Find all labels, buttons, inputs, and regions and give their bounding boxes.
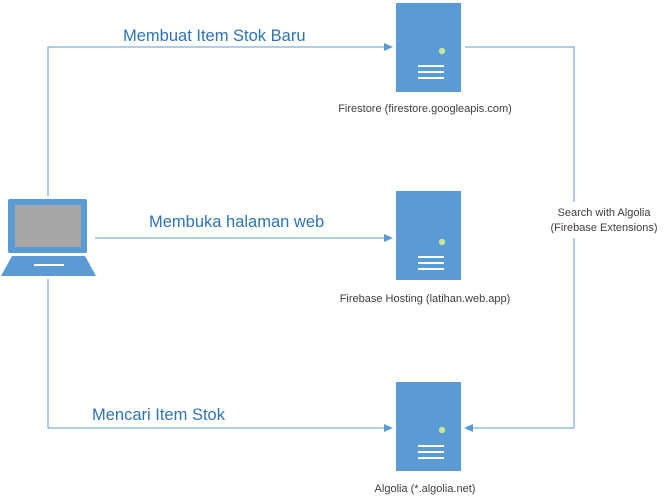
server-body [396, 191, 461, 280]
server-led [438, 47, 446, 55]
server-led [438, 426, 446, 434]
firestore-server-icon [396, 3, 461, 92]
server-body [396, 382, 461, 471]
search-item-connector [47, 279, 393, 432]
algolia-server-icon [396, 382, 461, 471]
algolia-label: Algolia (*.algolia.net) [375, 483, 476, 495]
create-item-connector [47, 43, 393, 196]
laptop-screen [15, 205, 81, 247]
laptop-icon [1, 199, 96, 276]
extension-label-background [546, 202, 664, 238]
hosting-server-icon [396, 191, 461, 280]
create-item-flow-label: Membuat Item Stok Baru [123, 27, 306, 45]
open-web-flow-label: Membuka halaman web [149, 213, 324, 231]
extension-label-line2: (Firebase Extensions) [551, 222, 658, 234]
extension-label-line1: Search with Algolia [558, 207, 652, 219]
hosting-label: Firebase Hosting (latihan.web.app) [340, 293, 511, 305]
server-led [438, 238, 446, 246]
firestore-label: Firestore (firestore.googleapis.com) [338, 103, 512, 115]
search-item-flow-label: Mencari Item Stok [92, 406, 226, 424]
